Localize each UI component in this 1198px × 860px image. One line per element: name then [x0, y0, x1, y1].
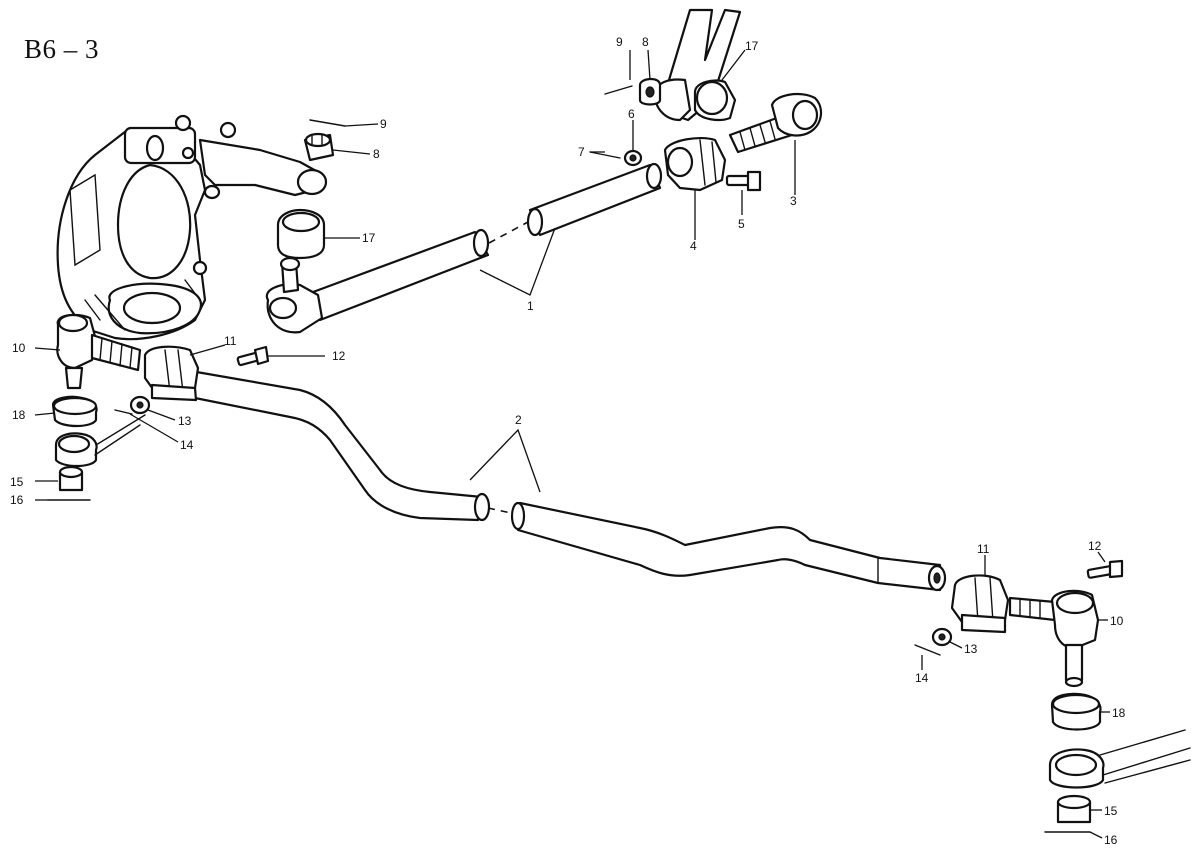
cotter-pin-7	[589, 151, 621, 159]
bolt-5	[725, 170, 762, 192]
callout-5: 5	[738, 217, 745, 231]
callout-6: 6	[628, 107, 635, 121]
callout-7: 7	[578, 145, 585, 159]
callout-15-left: 15	[10, 475, 24, 489]
callout-16-right: 16	[1104, 833, 1118, 847]
cotter-pin-9-right	[604, 85, 633, 95]
callout-12-left: 12	[332, 349, 346, 363]
leader-lines	[34, 49, 1110, 839]
callout-4: 4	[690, 239, 697, 253]
steering-arm-left	[54, 414, 146, 468]
tie-rod-lower	[178, 368, 947, 592]
tie-rod-end-10-left	[56, 313, 142, 390]
callout-labels: 9 8 17 6 7 3 5 4 9 8 17 1 10 11 12 18 13…	[10, 35, 1126, 847]
callout-14-left: 14	[180, 438, 194, 452]
cotter-pin-9-left	[309, 119, 346, 127]
callout-17-left: 17	[362, 231, 376, 245]
callout-3: 3	[790, 194, 797, 208]
callout-11-right: 11	[977, 542, 990, 556]
dust-boot-18-left	[51, 395, 98, 428]
nut-13-left	[129, 395, 151, 415]
bolt-12-right	[1086, 559, 1124, 579]
bolt-12-left	[236, 345, 270, 367]
drag-link-upper	[265, 162, 663, 334]
castle-nut-8-left	[303, 132, 335, 162]
tie-rod-end-10-right	[1008, 589, 1100, 688]
page-code: B6 – 3	[24, 34, 100, 64]
callout-8-left: 8	[373, 147, 380, 161]
callout-18-left: 18	[12, 408, 26, 422]
nut-13-right	[931, 627, 953, 647]
callout-10-left: 10	[12, 341, 26, 355]
clamp-4	[663, 136, 727, 192]
nut-6	[623, 149, 643, 167]
castle-nut-15-left	[58, 465, 84, 492]
callout-15-right: 15	[1104, 804, 1118, 818]
callout-12-right: 12	[1088, 539, 1102, 553]
castle-nut-15-right	[1056, 794, 1092, 824]
callout-8-top: 8	[642, 35, 649, 49]
callout-1: 1	[527, 299, 534, 313]
cotter-pin-14-left	[114, 409, 133, 415]
clamp-11-left	[143, 345, 200, 402]
callout-9-left: 9	[380, 117, 387, 131]
cotter-pin-14-right	[914, 644, 941, 656]
pitman-arm	[653, 8, 742, 122]
callout-11-left: 11	[224, 334, 237, 348]
castle-nut-8-right	[638, 77, 662, 106]
dust-boot-17-left	[276, 208, 326, 260]
callout-13-right: 13	[964, 642, 978, 656]
callout-17-top: 17	[745, 39, 759, 53]
clamp-11-right	[950, 574, 1010, 634]
steering-arm-right	[1048, 729, 1191, 789]
callout-10-right: 10	[1110, 614, 1124, 628]
callout-9-top: 9	[616, 35, 623, 49]
ball-joint-3	[728, 92, 823, 154]
dust-boot-18-right	[1050, 692, 1102, 731]
callout-2: 2	[515, 413, 522, 427]
callout-16-left: 16	[10, 493, 24, 507]
dust-boot-17-right	[693, 79, 737, 121]
callout-18-right: 18	[1112, 706, 1126, 720]
callout-14-right: 14	[915, 671, 929, 685]
callout-13-left: 13	[178, 414, 192, 428]
